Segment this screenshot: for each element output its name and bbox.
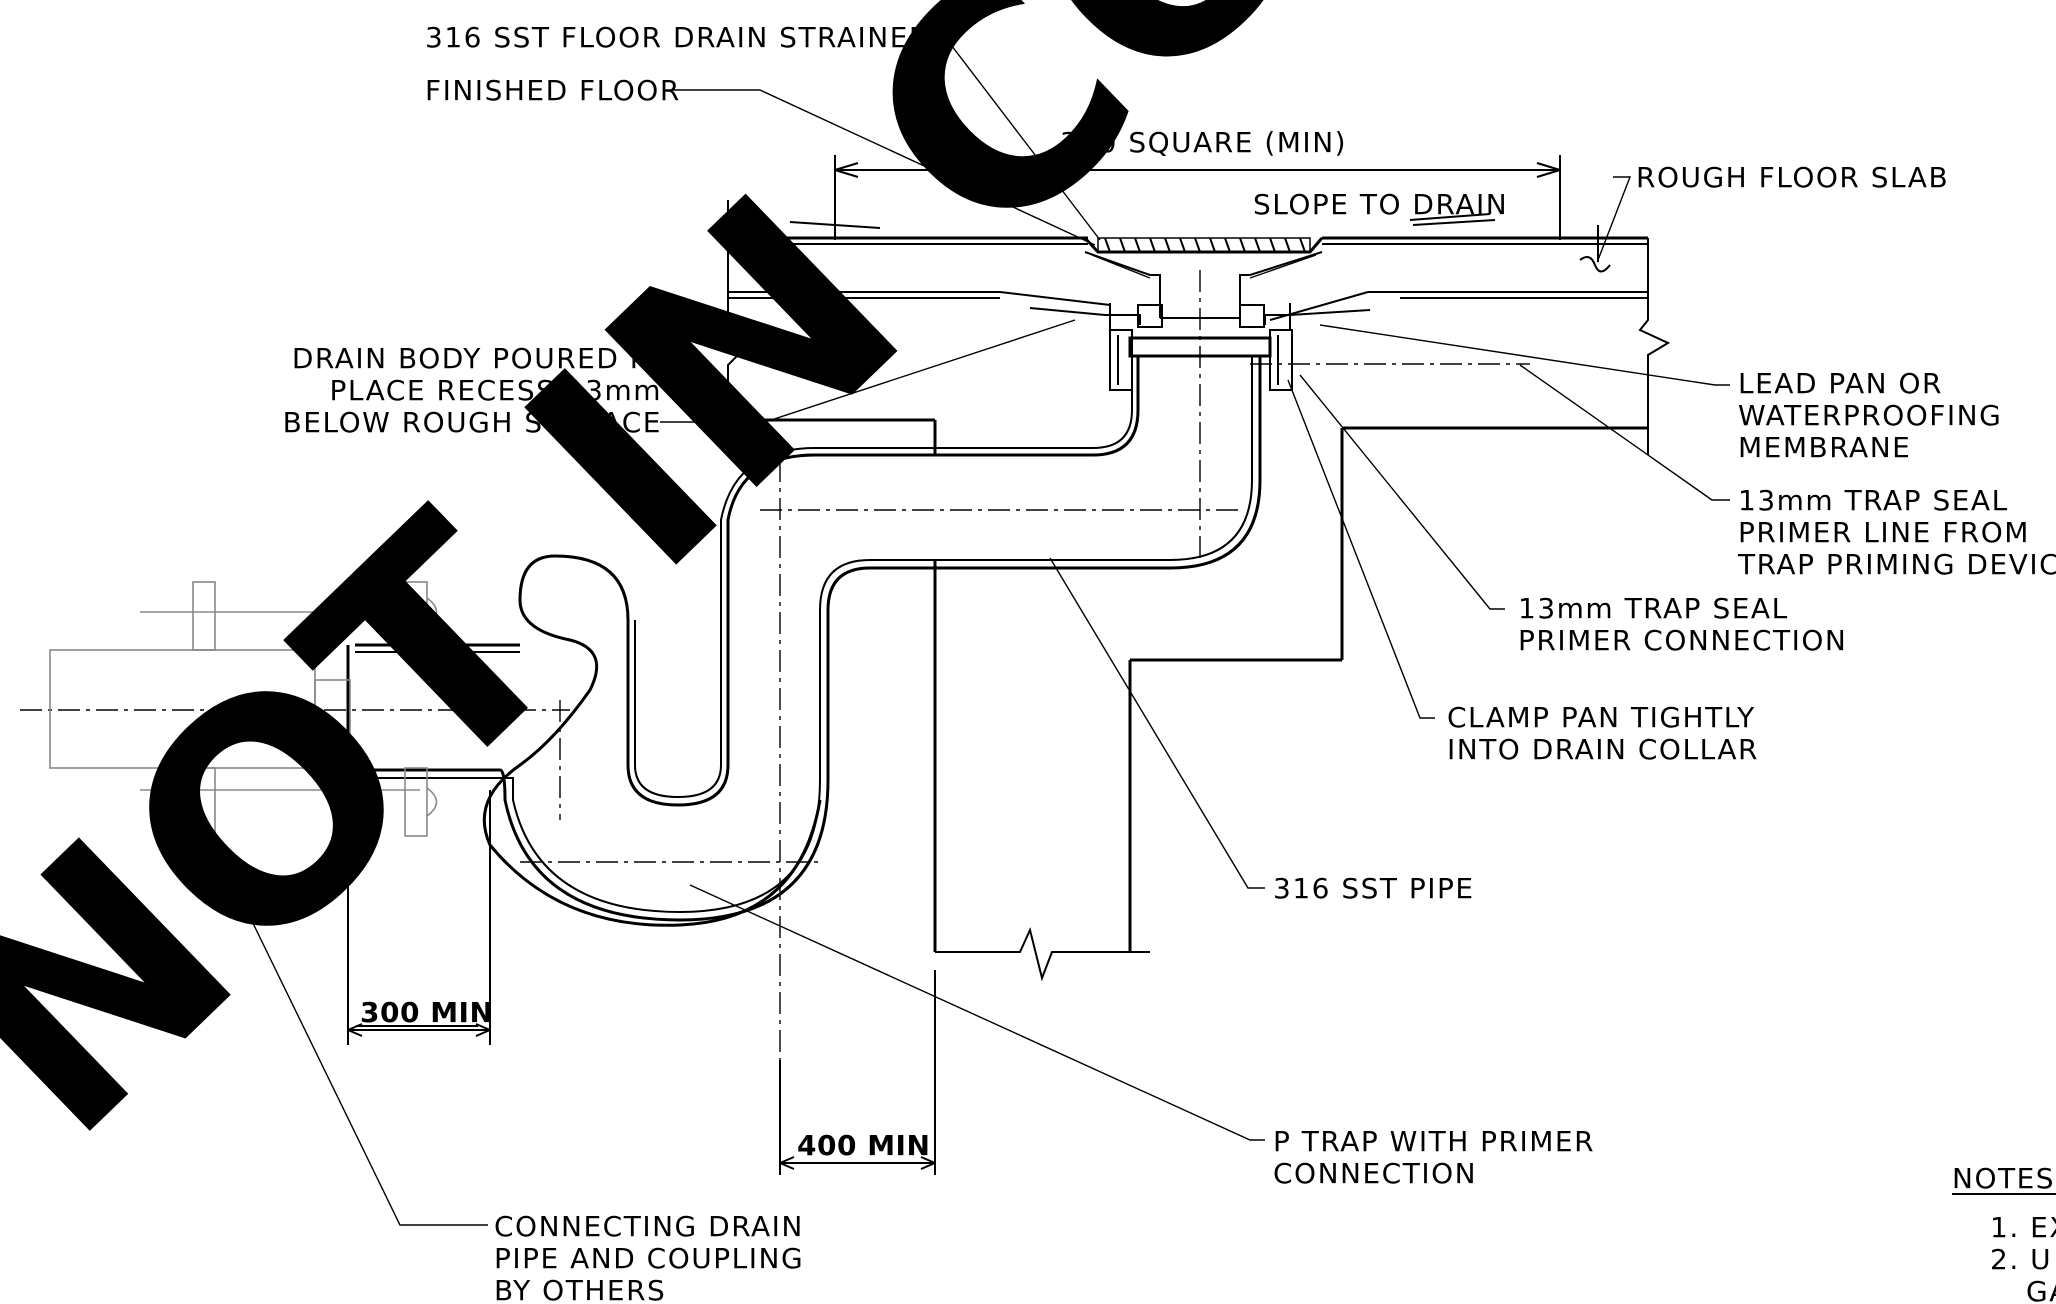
label-drain-body-1: DRAIN BODY POURED IN bbox=[292, 342, 662, 375]
label-primer-conn-1: 13mm TRAP SEAL bbox=[1518, 592, 1789, 625]
notes-title: NOTES: bbox=[1952, 1162, 2056, 1195]
label-lead-pan-1: LEAD PAN OR bbox=[1738, 367, 1943, 400]
notes-item-1: 1. EX bbox=[1990, 1211, 2056, 1244]
p-trap-pipe bbox=[346, 356, 1262, 927]
notes: NOTES: 1. EX 2. U GA bbox=[1952, 1162, 2056, 1304]
label-lead-pan-2: WATERPROOFING bbox=[1738, 399, 2002, 432]
label-finished-floor: FINISHED FLOOR bbox=[425, 74, 681, 107]
slope-arrow bbox=[789, 213, 1496, 229]
label-drain-body-2: PLACE RECESS 13mm bbox=[330, 374, 662, 407]
label-primer-line-2: PRIMER LINE FROM bbox=[1738, 516, 2030, 549]
floor-slab bbox=[716, 200, 1671, 982]
strainer-grate bbox=[1097, 237, 1311, 253]
dimension-square-text: 300 SQUARE (MIN) bbox=[1060, 126, 1347, 159]
labels: 316 SST FLOOR DRAIN STRAINER FINISHED FL… bbox=[283, 21, 2056, 1304]
label-primer-line-3: TRAP PRIMING DEVICE bbox=[1737, 548, 2056, 581]
label-clamp-1: CLAMP PAN TIGHTLY bbox=[1447, 701, 1756, 734]
label-rough-slab: ROUGH FLOOR SLAB bbox=[1636, 161, 1949, 194]
label-p-trap-1: P TRAP WITH PRIMER bbox=[1273, 1125, 1595, 1158]
label-connecting-3: BY OTHERS bbox=[494, 1274, 666, 1304]
label-connecting-1: CONNECTING DRAIN bbox=[494, 1210, 804, 1243]
center-lines bbox=[20, 270, 1530, 1060]
dimension-square: 300 SQUARE (MIN) bbox=[834, 126, 1561, 240]
label-primer-conn-2: PRIMER CONNECTION bbox=[1518, 624, 1847, 657]
notes-item-3: GA bbox=[2026, 1275, 2056, 1304]
label-slope: SLOPE TO DRAIN bbox=[1253, 188, 1508, 221]
label-clamp-2: INTO DRAIN COLLAR bbox=[1447, 733, 1759, 766]
dimension-300-min: 300 MIN bbox=[347, 790, 493, 1045]
label-connecting-2: PIPE AND COUPLING bbox=[494, 1242, 804, 1275]
dimension-300-text: 300 MIN bbox=[360, 996, 493, 1029]
notes-item-2: 2. U bbox=[1990, 1243, 2052, 1276]
label-drain-body-3: BELOW ROUGH SURFACE bbox=[283, 406, 662, 439]
break-symbol bbox=[1579, 255, 1611, 273]
drain-body bbox=[1029, 236, 1371, 391]
label-lead-pan-3: MEMBRANE bbox=[1738, 431, 1911, 464]
label-p-trap-2: CONNECTION bbox=[1273, 1157, 1477, 1190]
leader-lines bbox=[209, 36, 1730, 1226]
dimension-400-text: 400 MIN bbox=[797, 1129, 930, 1162]
label-primer-line-1: 13mm TRAP SEAL bbox=[1738, 484, 2009, 517]
dimension-400-min: 400 MIN bbox=[779, 970, 936, 1175]
label-sst-pipe: 316 SST PIPE bbox=[1273, 872, 1475, 905]
coupling bbox=[49, 581, 438, 837]
label-strainer: 316 SST FLOOR DRAIN STRAINER bbox=[425, 21, 930, 54]
